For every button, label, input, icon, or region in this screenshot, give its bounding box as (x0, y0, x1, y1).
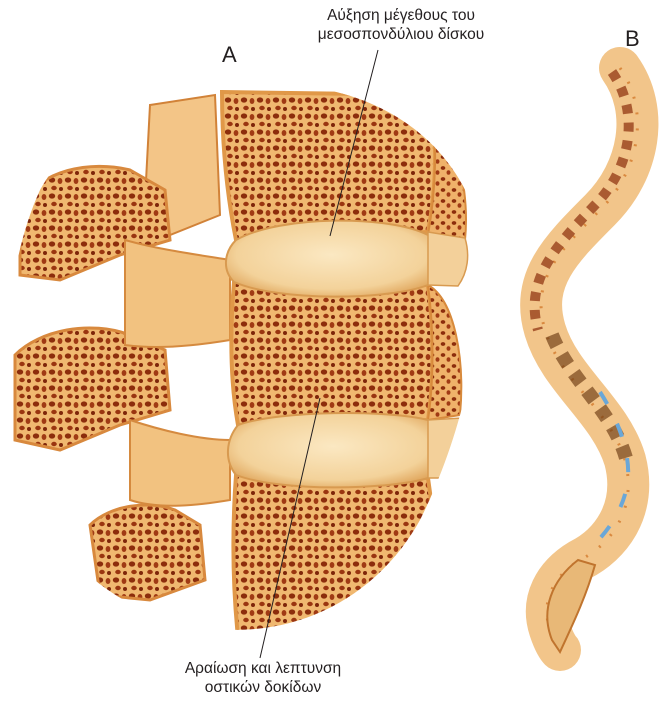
bone-label-line-2: οστικών δοκίδων (152, 678, 374, 697)
panel-label-a: A (222, 42, 237, 68)
panel-label-b: B (625, 26, 640, 52)
trabecular-thinning-label: Αραίωση και λεπτυνση οστικών δοκίδων (152, 659, 374, 697)
disc-label-line-1: Αύξηση μέγεθους του (290, 6, 512, 25)
disc-label-line-2: μεσοσπονδύλιου δίσκου (290, 25, 512, 44)
magnified-vertebrae-view (0, 60, 500, 680)
disc-enlargement-label: Αύξηση μέγεθους του μεσοσπονδύλιου δίσκο… (290, 6, 512, 44)
bone-label-line-1: Αραίωση και λεπτυνση (152, 659, 374, 678)
spine-lateral-view (535, 68, 638, 652)
